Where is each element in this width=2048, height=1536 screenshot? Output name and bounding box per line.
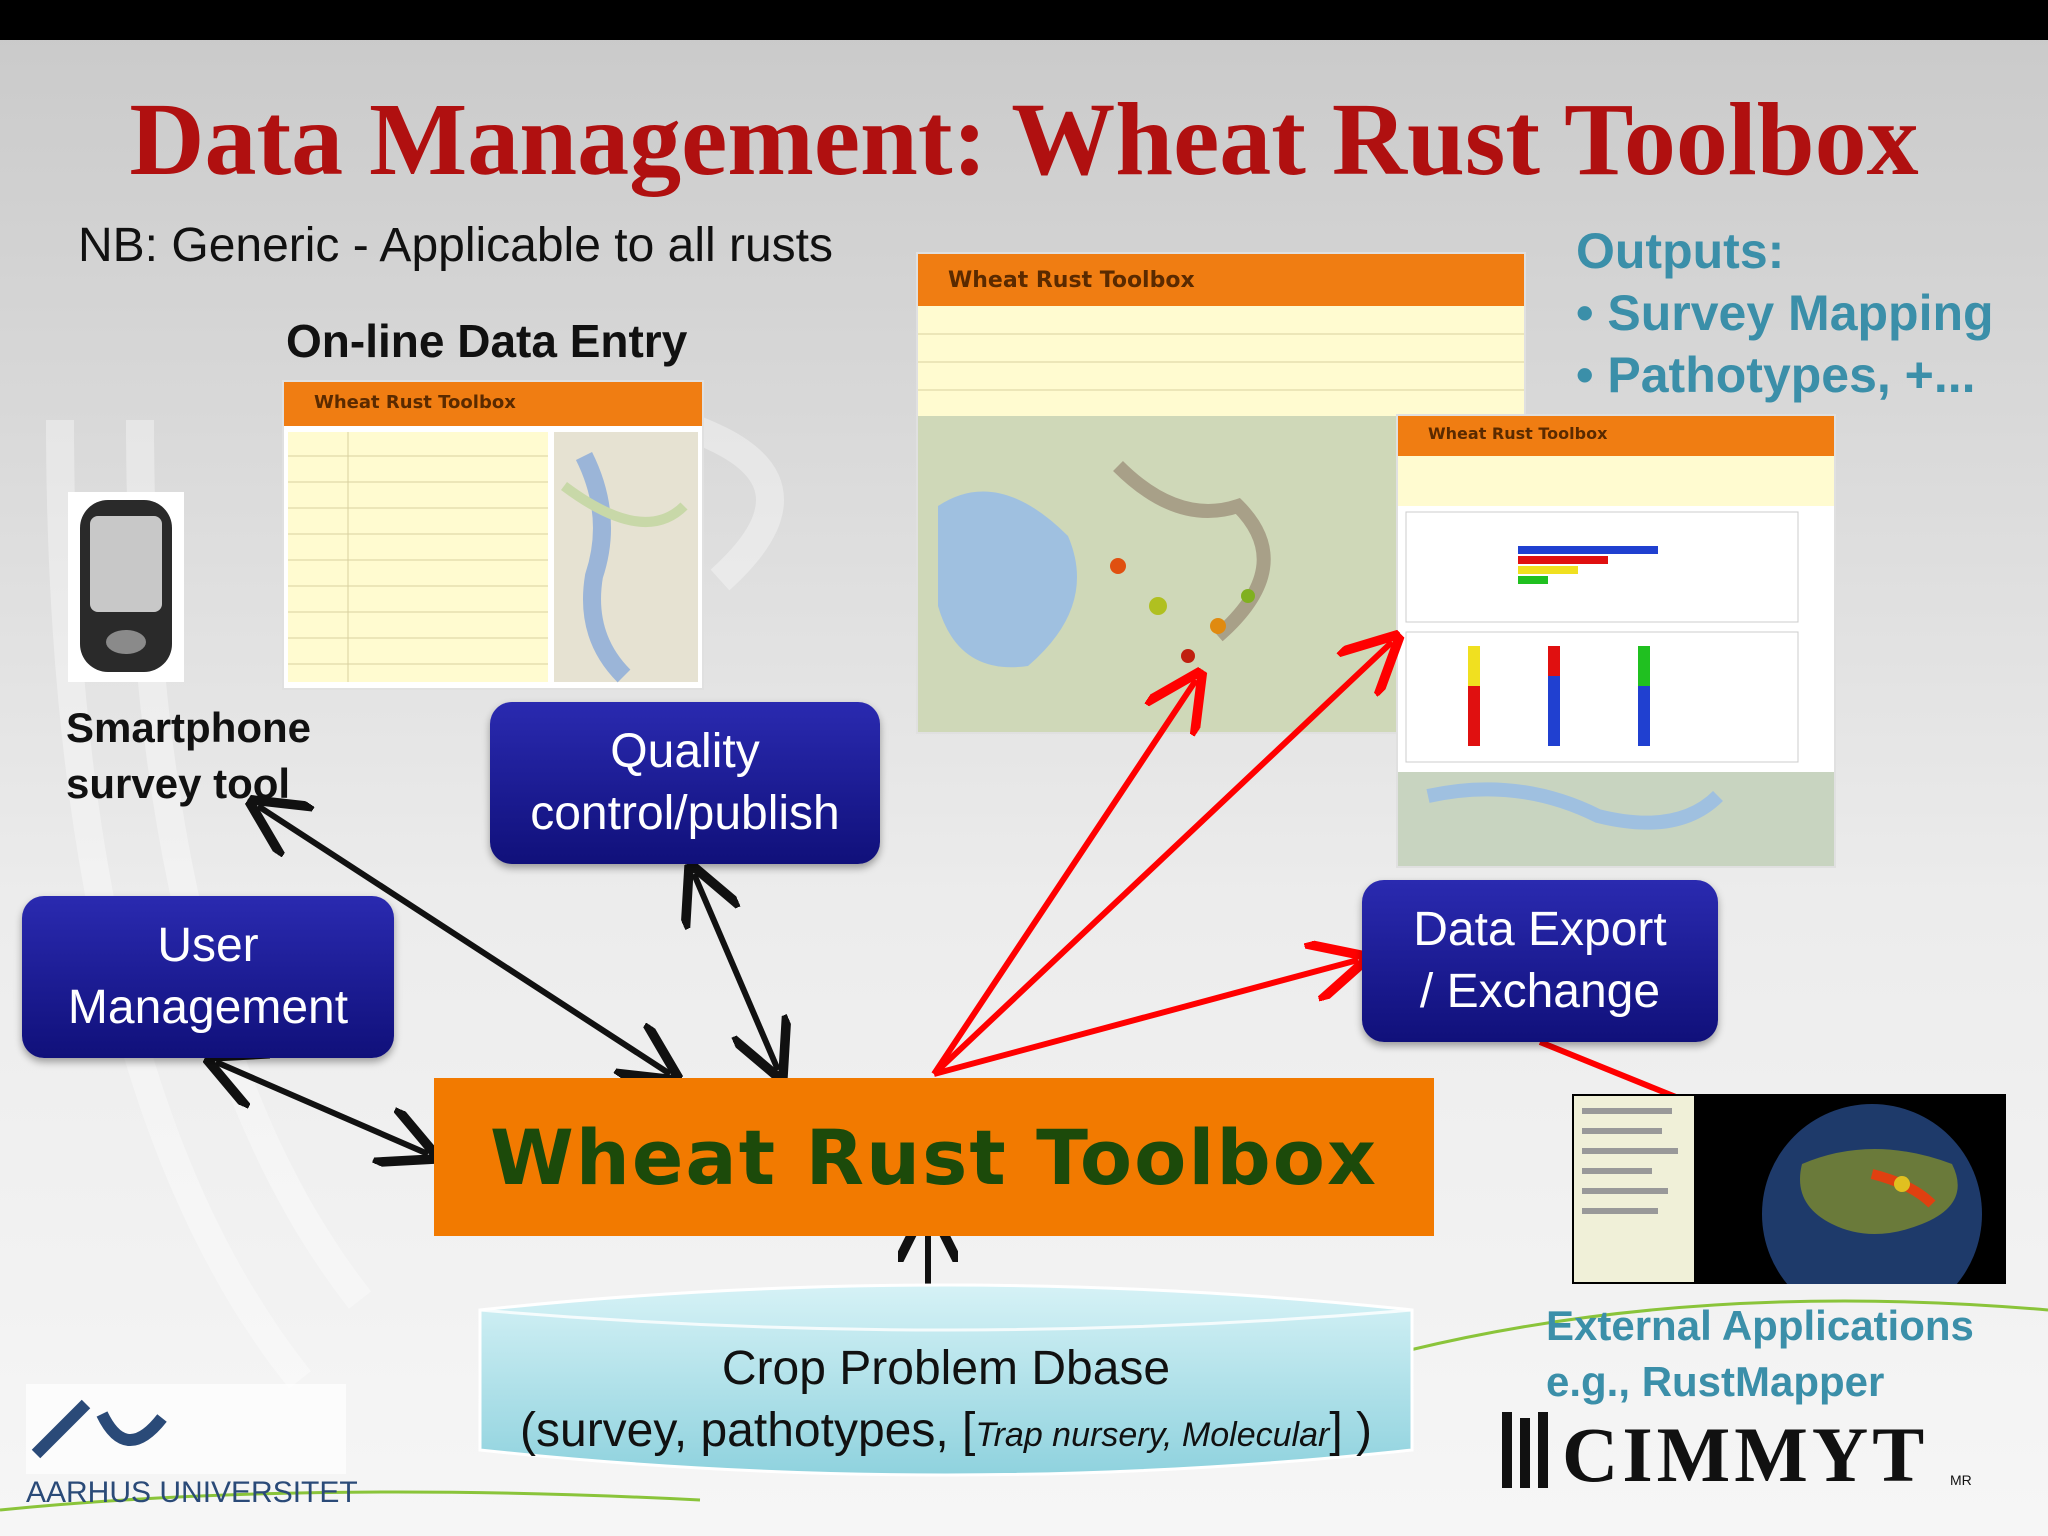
smartphone-icon <box>68 492 184 682</box>
external-apps-label: External Applications e.g., RustMapper <box>1546 1302 1974 1405</box>
screenshot-header: Wheat Rust Toolbox <box>284 382 702 426</box>
cimmyt-wheat-icon <box>1502 1412 1548 1488</box>
screenshot-header: Wheat Rust Toolbox <box>918 254 1524 306</box>
online-entry-screenshot: Wheat Rust Toolbox <box>282 380 704 690</box>
online-entry-heading: On-line Data Entry <box>286 315 688 367</box>
data-export-box: Data Export/ Exchange <box>1362 880 1718 1042</box>
arrow-user-toolbox <box>216 1062 428 1154</box>
output-item-pathotypes: • Pathotypes, +... <box>1576 347 1976 403</box>
arrow-smartphone-toolbox <box>258 806 670 1074</box>
outputs-list: Outputs: • Survey Mapping • Pathotypes, … <box>1576 220 1994 406</box>
arrow-toolbox-map <box>931 680 1196 1076</box>
arrow-toolbox-chart <box>931 642 1392 1077</box>
wheat-rust-toolbox-box: Wheat Rust Toolbox <box>434 1078 1434 1236</box>
slide-title: Data Management: Wheat Rust Toolbox <box>129 82 1919 197</box>
arrow-quality-toolbox <box>694 874 778 1070</box>
pathotype-chart-screenshot: Wheat Rust Toolbox <box>1396 414 1836 868</box>
output-item-survey-mapping: • Survey Mapping <box>1576 285 1994 341</box>
arrow-toolbox-export <box>933 960 1358 1077</box>
cimmyt-logo: CIMMYT <box>1562 1411 1929 1498</box>
pathotype-chart-graphic <box>1398 456 1834 866</box>
database-label: Crop Problem Dbase (survey, pathotypes, … <box>520 1342 1372 1457</box>
screenshot-header: Wheat Rust Toolbox <box>1398 416 1834 456</box>
generic-note: NB: Generic - Applicable to all rusts <box>78 219 833 272</box>
outputs-heading: Outputs: <box>1576 223 1785 279</box>
cimmyt-mark: MR <box>1950 1472 1972 1488</box>
aarhus-logo-text: AARHUS UNIVERSITET <box>26 1476 358 1509</box>
aarhus-logo-icon <box>26 1384 346 1474</box>
top-bar <box>0 0 2048 40</box>
entry-form-graphic <box>288 432 698 683</box>
rustmapper-screenshot <box>1572 1094 2006 1284</box>
smartphone-label: Smartphone survey tool <box>66 704 312 807</box>
database-cylinder <box>478 1283 1414 1477</box>
